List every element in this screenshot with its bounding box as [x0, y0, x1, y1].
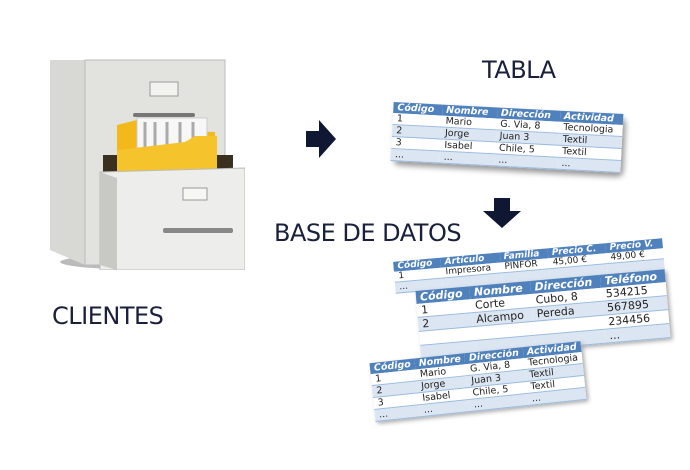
filing-cabinet-icon: [50, 59, 245, 270]
arrow-down-icon: [483, 198, 521, 228]
cell: ...: [390, 148, 441, 163]
cell: ...: [557, 157, 621, 173]
cell: ...: [439, 151, 495, 166]
arrow-right-icon: [306, 120, 336, 158]
base-de-datos-label: BASE DE DATOS: [274, 219, 462, 247]
clientes-label: CLIENTES: [52, 302, 164, 330]
tabla-label: TABLA: [482, 56, 556, 84]
cell: ...: [494, 153, 558, 170]
